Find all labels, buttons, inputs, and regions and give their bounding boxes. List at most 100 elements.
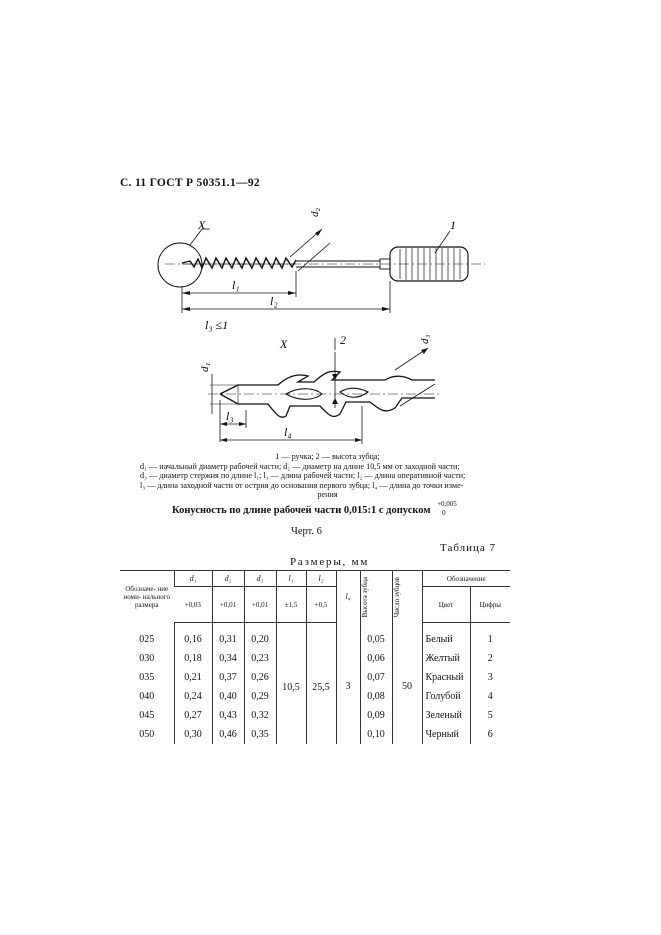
table-title: Таблица 7 xyxy=(440,542,497,554)
cell-color: Голубой xyxy=(421,687,470,706)
table-row: 045 0,27 0,43 0,32 0,09 Зеленый 5 xyxy=(120,706,510,725)
cell-d1: 0,24 xyxy=(173,687,212,706)
cell-d2: 0,37 xyxy=(211,668,244,687)
l3-note: l₃ ≤1 xyxy=(205,318,228,332)
cell-size: 050 xyxy=(139,729,155,740)
tolerance-upper: +0,005 xyxy=(437,500,457,508)
cell-size: 045 xyxy=(139,710,155,721)
detail-title: X xyxy=(279,337,288,351)
legend-line: 1 — ручка; 2 — высота зубца; xyxy=(275,452,380,461)
cell-color: Желтый xyxy=(421,649,470,668)
l2-label: l₂ xyxy=(270,294,278,308)
cell-d3: 0,23 xyxy=(243,649,276,668)
cell-digit: 5 xyxy=(469,706,510,725)
d3-label: d₃ xyxy=(419,335,431,345)
table-row: 025 0,16 0,31 0,20 10,5 25,5 3 0,05 50 Б… xyxy=(120,622,510,744)
cell-color: Зеленый xyxy=(421,706,470,725)
cell-color: Белый xyxy=(421,622,470,649)
handle-label: 1 xyxy=(450,218,456,232)
header-digits: Цифры xyxy=(469,586,510,623)
l1-label: l₁ xyxy=(232,278,240,292)
cell-size: 030 xyxy=(139,653,155,664)
taper-note: Конусность по длине рабочей части 0,015:… xyxy=(172,500,492,519)
table-row: 050 0,30 0,46 0,35 0,10 Черный 6 xyxy=(120,725,510,744)
detail-x-label: X xyxy=(197,218,206,232)
table-row: 030 0,18 0,34 0,23 0,06 Желтый 2 xyxy=(120,649,510,668)
working-part xyxy=(181,256,297,270)
page-header: С. 11 ГОСТ Р 50351.1—92 xyxy=(120,177,260,189)
cell-size: 040 xyxy=(139,691,155,702)
cell-d1: 0,18 xyxy=(173,649,212,668)
cell-tooth-count: 50 xyxy=(391,622,422,744)
header-d2: d₂ xyxy=(211,570,244,587)
legend-line: l₃ — длина заходной части от острия до о… xyxy=(140,480,464,490)
tol-d3: +0,01 xyxy=(243,586,276,623)
cell-d2: 0,31 xyxy=(211,622,244,649)
tol-l2: +0,5 xyxy=(305,586,336,623)
cell-digit: 4 xyxy=(469,687,510,706)
cell-d3: 0,20 xyxy=(243,622,276,649)
header-color: Цвет xyxy=(421,586,470,623)
header-l1: l₁ xyxy=(275,570,306,587)
cell-digit: 3 xyxy=(469,668,510,687)
tol-d2: +0,01 xyxy=(211,586,244,623)
cell-d1: 0,27 xyxy=(173,706,212,725)
cell-tooth-height: 0,05 xyxy=(359,622,392,649)
cell-color: Черный xyxy=(421,725,470,744)
cell-tooth-height: 0,10 xyxy=(359,725,392,744)
tol-d1: +0,03 xyxy=(174,586,212,623)
detail-drawing: X 2 d₁ d₃ l₃ l₄ xyxy=(199,333,440,444)
cell-size: 025 xyxy=(139,633,155,645)
tol-l1: ±1,5 xyxy=(275,586,306,623)
cell-digit: 2 xyxy=(469,649,510,668)
cell-digit: 6 xyxy=(469,725,510,744)
header-l4: l₄ xyxy=(335,570,360,623)
header-tooth-height: Высота зубца xyxy=(359,570,392,623)
cell-d1: 0,30 xyxy=(173,725,212,744)
cell-d1: 0,21 xyxy=(173,668,212,687)
detail-circle xyxy=(157,242,203,288)
table-caption: Размеры, мм xyxy=(290,556,370,568)
cell-tooth-height: 0,06 xyxy=(359,649,392,668)
instrument-drawing: X 1 d₂ l₁ l₂ l₃ ≤1 xyxy=(157,208,485,332)
detail-tooth-label: 2 xyxy=(340,333,346,347)
cell-d3: 0,32 xyxy=(243,706,276,725)
cell-d2: 0,40 xyxy=(211,687,244,706)
figure-caption: Черт. 6 xyxy=(291,526,322,537)
cell-l1: 10,5 xyxy=(275,622,306,744)
legend-line: d₁ — начальный диаметр рабочей части; d₂… xyxy=(140,461,460,471)
header-d3: d₃ xyxy=(243,570,276,587)
cell-tooth-height: 0,09 xyxy=(359,706,392,725)
cell-d3: 0,26 xyxy=(243,668,276,687)
table-row: 035 0,21 0,37 0,26 0,07 Красный 3 xyxy=(120,668,510,687)
d2-label: d₂ xyxy=(309,208,321,218)
dimensions-table: Обозначе- ние номи- нального размера d₁ … xyxy=(120,570,510,744)
detail-outline xyxy=(219,370,435,418)
cell-l2: 25,5 xyxy=(305,622,336,744)
cell-color: Красный xyxy=(421,668,470,687)
cell-size: 035 xyxy=(139,672,155,683)
header-tooth-count: Число зубцов xyxy=(391,570,422,623)
cell-tooth-height: 0,07 xyxy=(359,668,392,687)
legend: 1 — ручка; 2 — высота зубца; d₁ — началь… xyxy=(140,452,515,500)
header-marking: Обозначение xyxy=(421,570,510,587)
cell-d2: 0,34 xyxy=(211,649,244,668)
cell-d1: 0,16 xyxy=(173,622,212,649)
cell-d3: 0,35 xyxy=(243,725,276,744)
l4-label: l₄ xyxy=(284,425,292,439)
cell-l4: 3 xyxy=(335,622,360,744)
header-d1: d₁ xyxy=(173,570,212,587)
table-row: 040 0,24 0,40 0,29 0,08 Голубой 4 xyxy=(120,687,510,706)
tooth-count-label: Число зубцов xyxy=(392,576,401,617)
header-designation: Обозначе- ние номи- нального размера xyxy=(120,570,174,623)
cell-tooth-height: 0,08 xyxy=(359,687,392,706)
cell-d2: 0,46 xyxy=(211,725,244,744)
legend-line: рения xyxy=(317,490,338,500)
cell-d3: 0,29 xyxy=(243,687,276,706)
header-l2: l₂ xyxy=(305,570,336,587)
cell-digit: 1 xyxy=(469,622,510,649)
taper-text: Конусность по длине рабочей части 0,015:… xyxy=(172,505,431,516)
tolerance-lower: 0 xyxy=(442,509,446,517)
taper-tolerance: +0,005 0 xyxy=(433,500,459,519)
cell-d2: 0,43 xyxy=(211,706,244,725)
